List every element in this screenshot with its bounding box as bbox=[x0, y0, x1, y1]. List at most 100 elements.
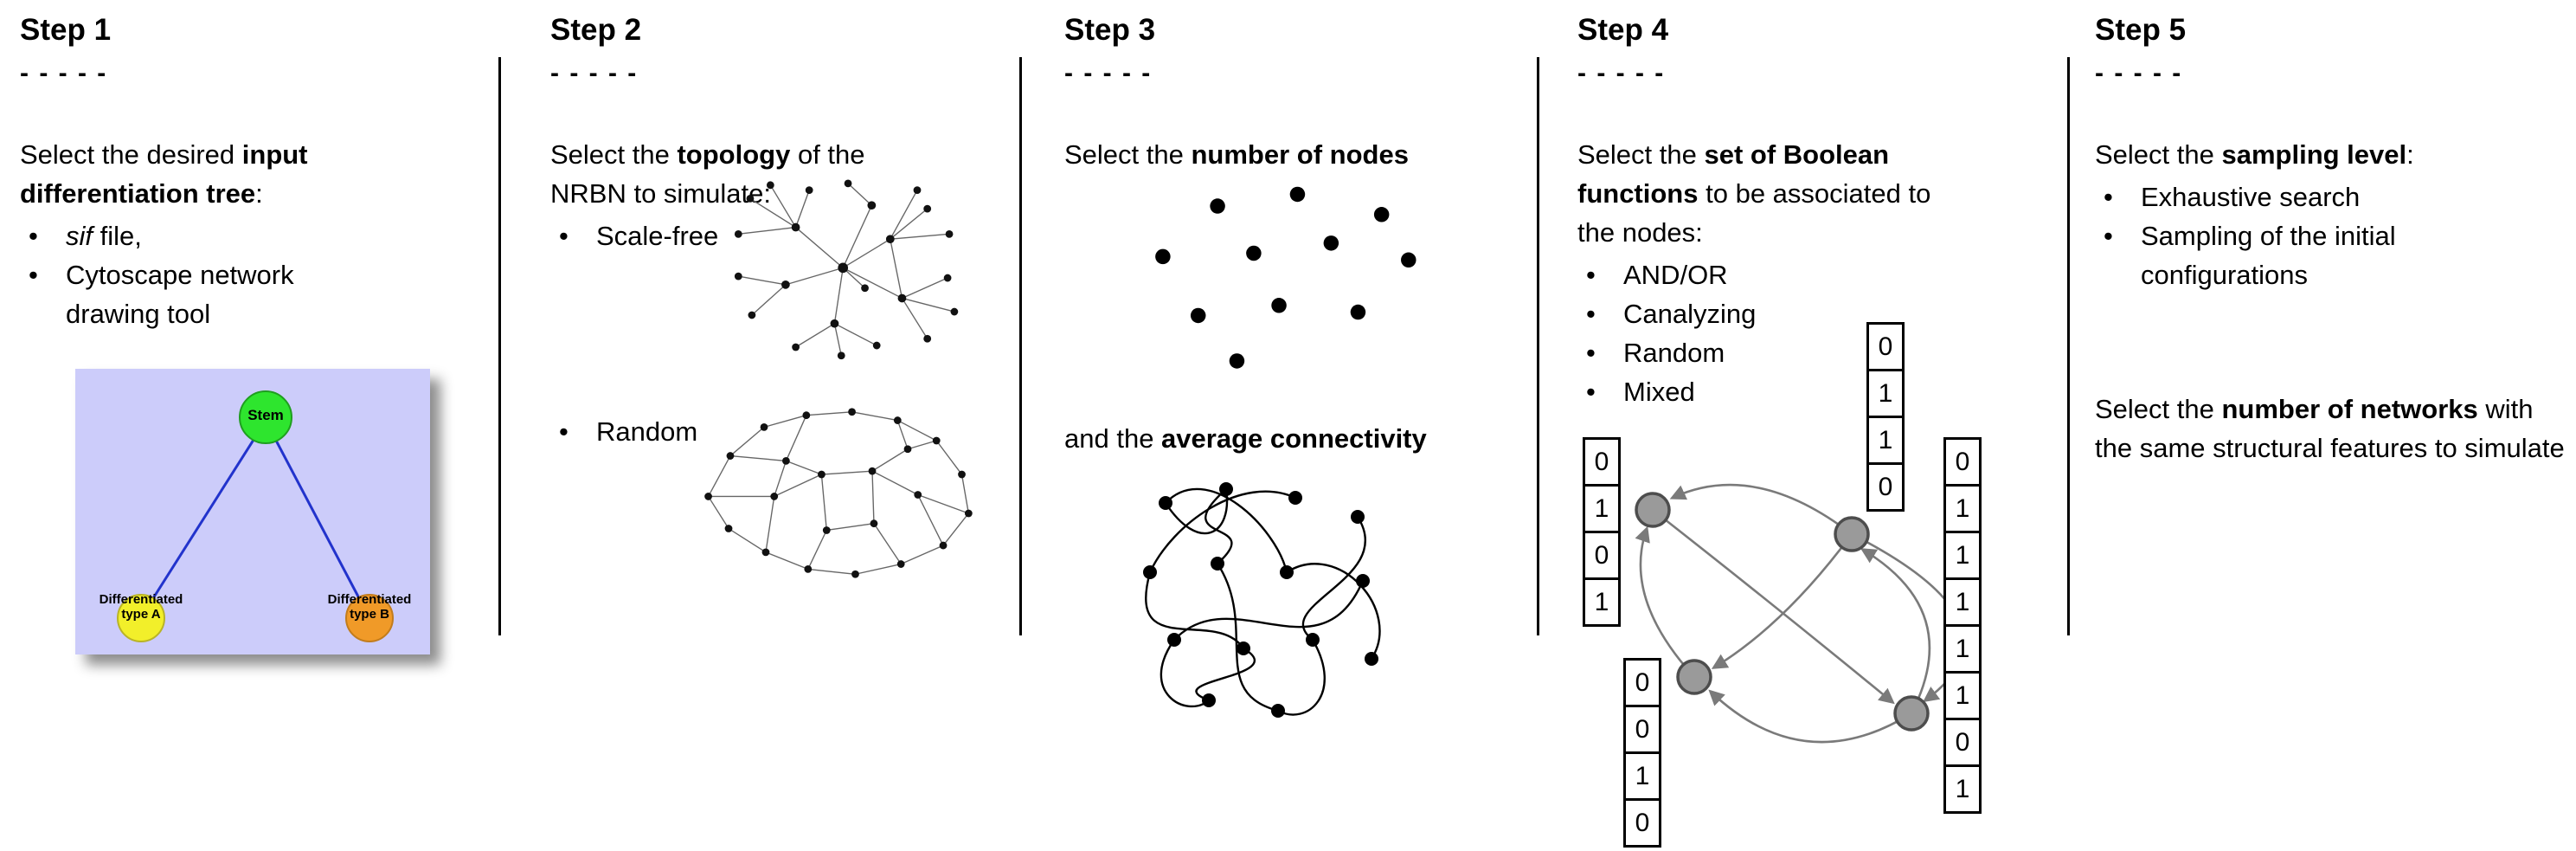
list-item: • Mixed bbox=[1577, 372, 2066, 411]
step2-title: Step 2 bbox=[550, 13, 642, 47]
table-cell: 1 bbox=[1943, 484, 1982, 533]
network-node bbox=[1635, 492, 1671, 528]
step3-intro-bold: number of nodes bbox=[1191, 139, 1409, 170]
step5-intro-pre: Select the bbox=[2095, 139, 2222, 170]
step2-intro-bold: topology bbox=[677, 139, 791, 170]
step1-dashes: - - - - - bbox=[20, 59, 108, 87]
bullet-sif-file: sif file, bbox=[66, 216, 142, 255]
table-cell: 1 bbox=[1583, 484, 1621, 533]
table-cell: 1 bbox=[1583, 577, 1621, 627]
boolean-table-right: 0 1 1 1 1 1 0 1 bbox=[1943, 437, 1982, 814]
column-divider bbox=[1019, 57, 1022, 635]
bullet-icon: • bbox=[1586, 377, 1596, 407]
stem-node-label: Stem bbox=[247, 407, 284, 423]
bullet-mixed: Mixed bbox=[1623, 377, 1695, 407]
step2-bullets: • Scale-free bbox=[550, 216, 1005, 255]
step4-dashes: - - - - - bbox=[1577, 59, 1666, 87]
step5-second-bold: number of networks bbox=[2221, 394, 2478, 424]
list-item: • AND/OR bbox=[1577, 255, 2066, 294]
boolean-network-graph-graphic bbox=[1635, 483, 1965, 744]
step5-second-pre: Select the bbox=[2095, 394, 2222, 424]
list-item: • Exhaustive search bbox=[2095, 177, 2566, 216]
table-cell: 0 bbox=[1943, 437, 1982, 487]
list-item: • Canalyzing bbox=[1577, 294, 2066, 333]
table-cell: 1 bbox=[1943, 764, 1982, 814]
table-cell: 1 bbox=[1943, 577, 1982, 627]
table-cell: 1 bbox=[1943, 531, 1982, 580]
step5-intro-post: : bbox=[2406, 139, 2414, 170]
table-cell: 0 bbox=[1623, 705, 1661, 754]
step5-intro-bold: sampling level bbox=[2221, 139, 2407, 170]
step3-second-bold: average connectivity bbox=[1161, 423, 1427, 454]
boolean-network-diagram: 0 1 1 0 0 1 0 1 0 0 1 0 0 1 1 1 bbox=[1577, 311, 2071, 851]
table-cell: 0 bbox=[1943, 718, 1982, 767]
network-arrow bbox=[1860, 548, 1931, 714]
step4-intro-bold: set of Boolean functions bbox=[1577, 139, 1890, 209]
step4-bullets: • AND/OR • Canalyzing • Random • Mixed bbox=[1577, 255, 2066, 411]
table-cell: 0 bbox=[1866, 322, 1905, 371]
column-divider bbox=[2067, 57, 2070, 635]
tree-edge bbox=[141, 420, 267, 616]
step3-dashes: - - - - - bbox=[1064, 59, 1153, 87]
step3-intro-pre: Select the bbox=[1064, 139, 1192, 170]
bullet-and-or: AND/OR bbox=[1623, 260, 1728, 290]
step1-intro-bold: input differentiation tree bbox=[20, 139, 308, 209]
step3-column: Step 3 - - - - - Select the number of no… bbox=[1064, 12, 1514, 718]
column-divider bbox=[1537, 57, 1539, 635]
step3-second: and the average connectivity bbox=[1064, 419, 1514, 458]
sif-rest: file, bbox=[93, 221, 142, 251]
table-cell: 0 bbox=[1623, 658, 1661, 707]
network-node bbox=[1834, 516, 1870, 552]
list-item: • Random bbox=[1577, 333, 2066, 372]
differentiation-tree-graphic bbox=[75, 369, 430, 654]
table-cell: 0 bbox=[1583, 531, 1621, 580]
network-arrow bbox=[1708, 689, 1912, 744]
table-cell: 1 bbox=[1943, 624, 1982, 674]
bullet-sampling-configurations: Sampling of the initial configurations bbox=[2141, 221, 2396, 290]
table-cell: 1 bbox=[1866, 416, 1905, 465]
step4-intro-pre: Select the bbox=[1577, 139, 1705, 170]
bullet-exhaustive-search: Exhaustive search bbox=[2141, 182, 2361, 212]
boolean-table-top: 0 1 1 0 bbox=[1866, 322, 1905, 512]
step1-column: Step 1 - - - - - Select the desired inpu… bbox=[20, 12, 479, 654]
list-item: • Cytoscape network drawing tool bbox=[20, 255, 479, 333]
bullet-icon: • bbox=[1586, 299, 1596, 329]
bullet-icon: • bbox=[29, 260, 38, 290]
step3-second-pre: and the bbox=[1064, 423, 1162, 454]
bullet-icon: • bbox=[29, 221, 38, 251]
step3-intro: Select the number of nodes bbox=[1064, 135, 1514, 174]
step4-intro: Select the set of Boolean functions to b… bbox=[1577, 135, 1971, 252]
network-arrow bbox=[1669, 483, 1853, 536]
table-cell: 1 bbox=[1866, 369, 1905, 418]
differentiation-tree-image: Stem Differentiated type A Differentiate… bbox=[75, 369, 430, 654]
bullet-cytoscape: Cytoscape network drawing tool bbox=[66, 260, 294, 329]
column-divider bbox=[498, 57, 501, 635]
step2-intro-pre: Select the bbox=[550, 139, 678, 170]
network-arrow bbox=[1711, 533, 1853, 669]
network-node bbox=[1676, 659, 1712, 695]
step2-intro: Select the topology of the NRBN to simul… bbox=[550, 135, 931, 213]
step5-intro: Select the sampling level: bbox=[2095, 135, 2502, 174]
scale-free-network-graphic bbox=[734, 179, 959, 360]
random-network-graphic bbox=[704, 408, 973, 578]
step2-column: Step 2 - - - - - Select the topology of … bbox=[550, 12, 1005, 578]
stem-node bbox=[239, 390, 292, 444]
step4-title: Step 4 bbox=[1577, 13, 1669, 47]
step3-title: Step 3 bbox=[1064, 13, 1156, 47]
bullet-icon: • bbox=[2104, 221, 2113, 251]
bullet-icon: • bbox=[1586, 338, 1596, 368]
connectivity-tangle-graphic bbox=[1143, 482, 1381, 718]
step1-intro-post: : bbox=[255, 178, 263, 209]
nodes-scatter-graphic bbox=[1155, 186, 1416, 369]
bullet-scale-free: Scale-free bbox=[596, 221, 719, 251]
table-cell: 1 bbox=[1623, 751, 1661, 801]
list-item: • Random bbox=[550, 412, 697, 451]
table-cell: 0 bbox=[1623, 798, 1661, 848]
step5-bullets: • Exhaustive search • Sampling of the in… bbox=[2095, 177, 2566, 294]
boolean-table-bottom-left: 0 0 1 0 bbox=[1623, 658, 1661, 848]
step2-intro-post: of the NRBN to simulate: bbox=[550, 139, 865, 209]
step5-second-post: with the same structural features to sim… bbox=[2095, 394, 2565, 463]
bullet-icon: • bbox=[1586, 260, 1596, 290]
type-b-node-label: Differentiated type B bbox=[327, 592, 412, 622]
